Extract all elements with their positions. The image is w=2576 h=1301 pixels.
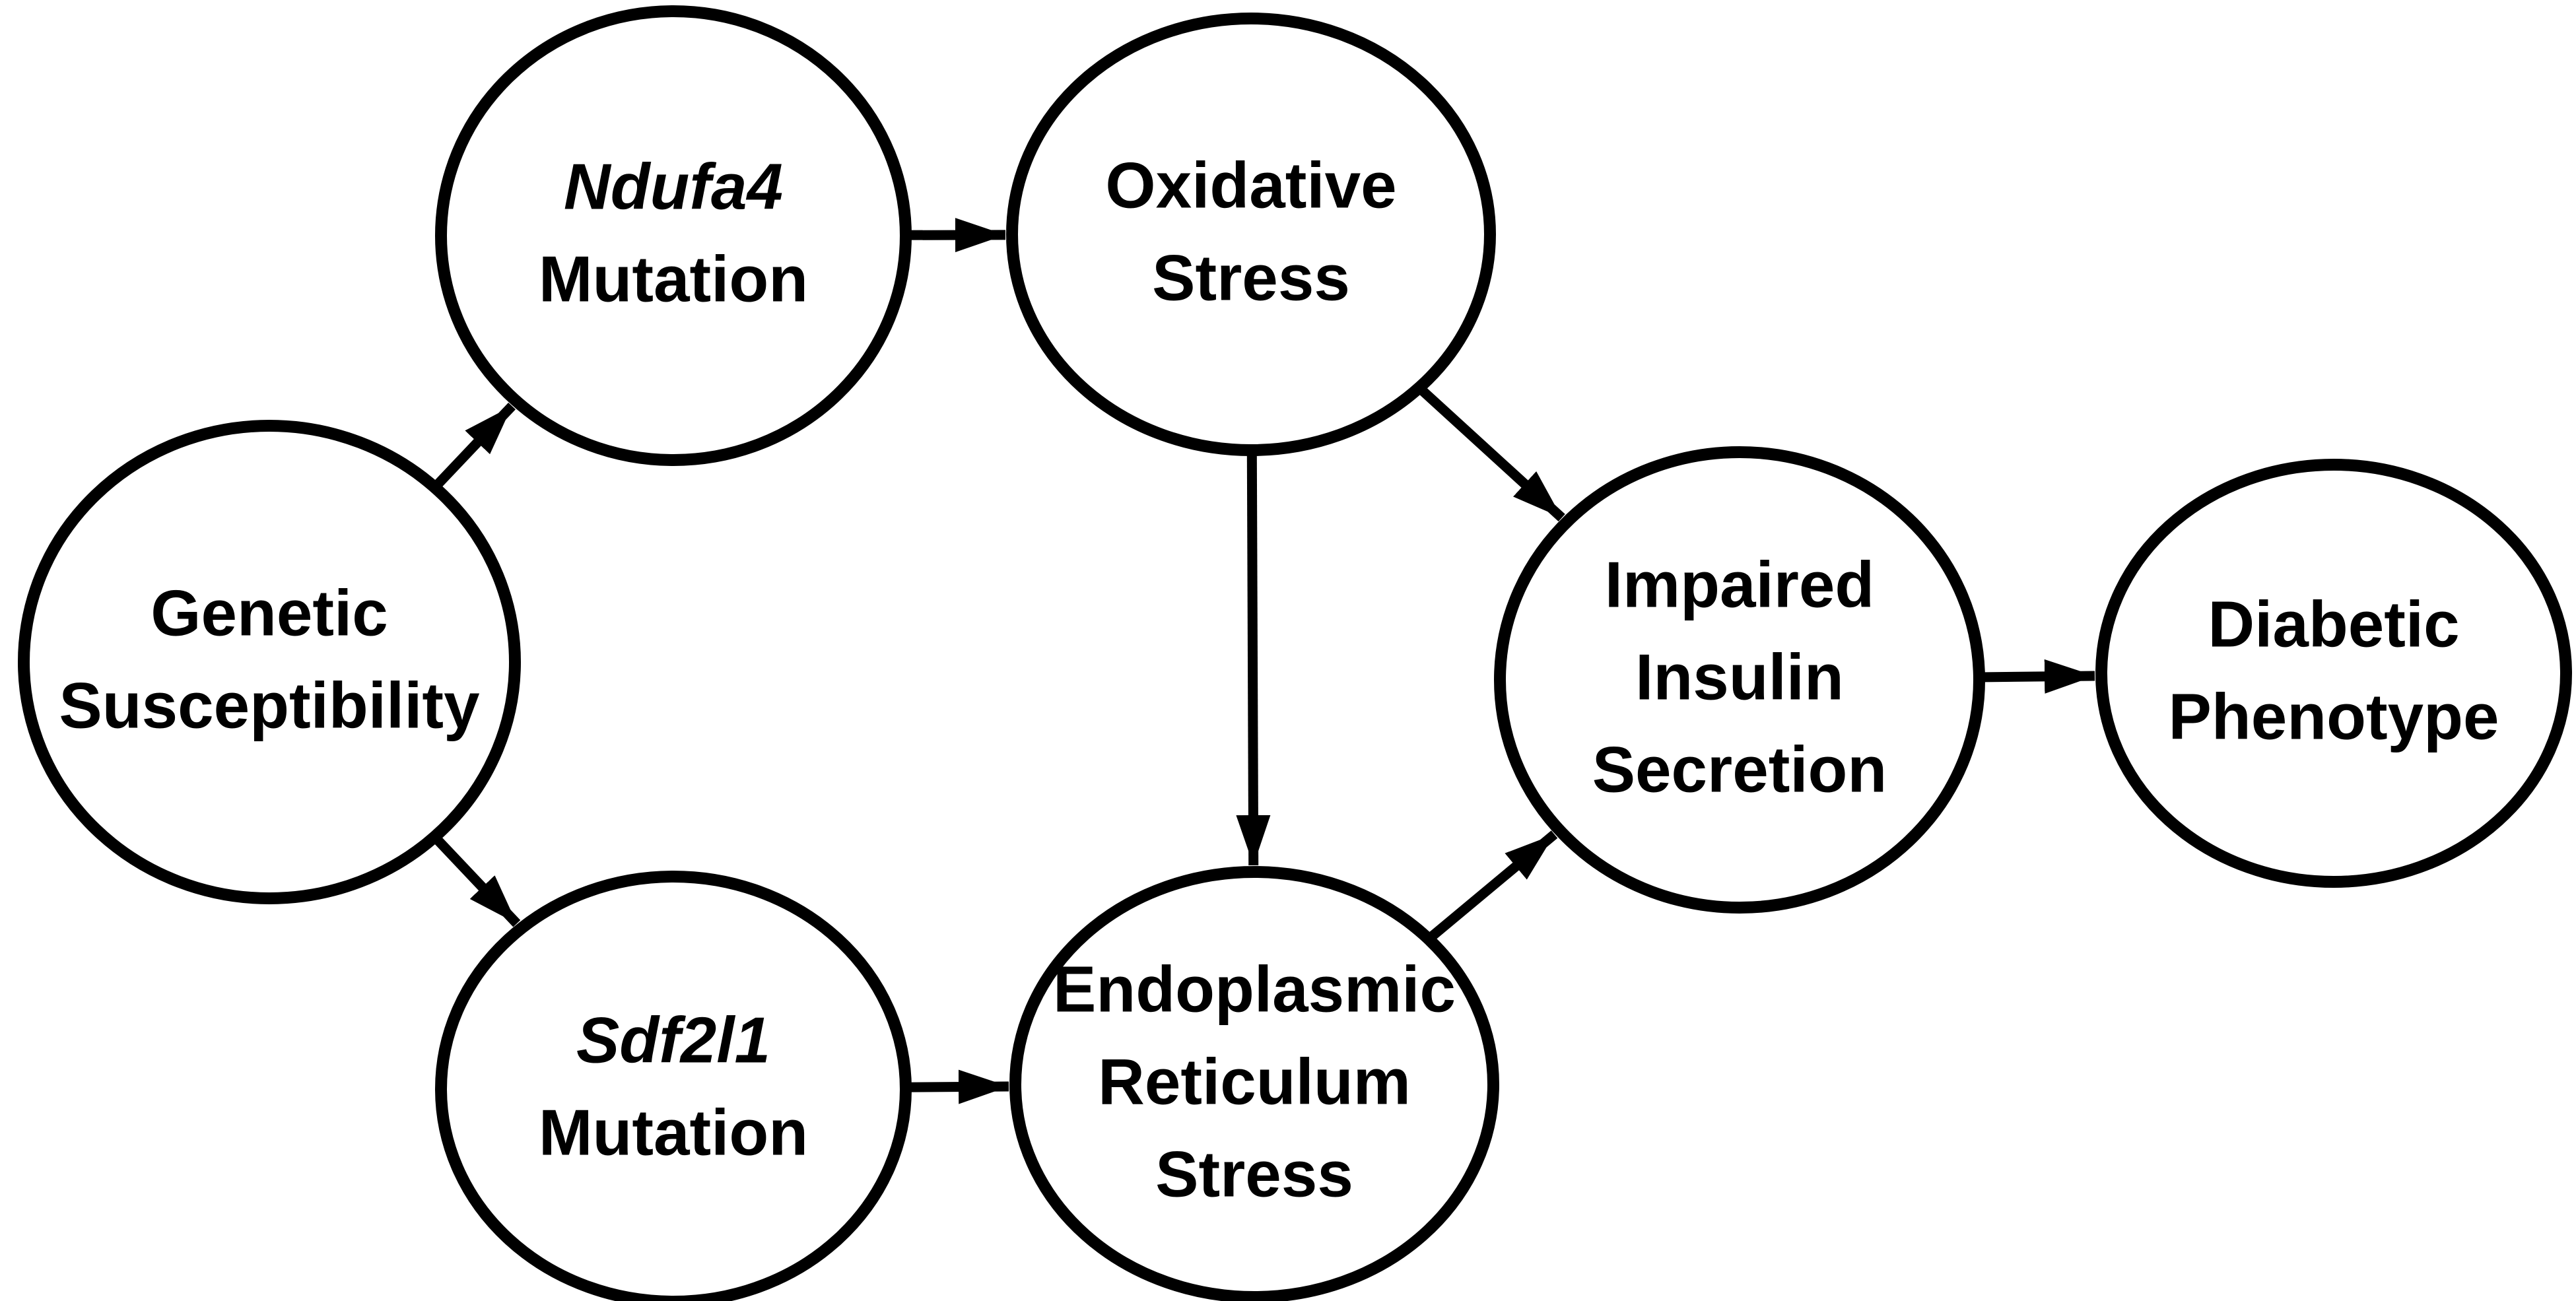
node-circle [1009, 866, 1499, 1301]
node-label-line: Diabetic [2208, 587, 2459, 660]
arrow-oxidative-stress-to-impaired-insulin-secretion [1404, 373, 1565, 521]
node-label-line: Reticulum [1098, 1045, 1411, 1118]
node-circle [1006, 13, 1496, 456]
node-label-line: Sdf2l1 [576, 1003, 770, 1076]
node-label-line: Mutation [539, 242, 808, 315]
node-label-line: Insulin [1635, 640, 1844, 713]
node-label-line: Oxidative [1105, 149, 1396, 221]
node-label-line: Secretion [1592, 733, 1887, 805]
node-label-line: Phenotype [2169, 680, 2499, 752]
arrow-oxidative-stress-to-endoplasmic-reticulum-stress [1236, 434, 1271, 866]
node-label-line: Mutation [539, 1096, 808, 1168]
node-circle [1494, 446, 1985, 914]
node-label-line: Impaired [1605, 548, 1874, 620]
node-label-line: Ndufa4 [564, 150, 783, 222]
node-circle [435, 871, 912, 1301]
node-label-line: Susceptibility [59, 669, 479, 741]
node-label-line: Endoplasmic [1053, 952, 1456, 1025]
node-circle [435, 5, 912, 466]
arrow-genetic-susceptibility-to-sdf2l1-mutation [420, 822, 521, 927]
node-label-line: Genetic [151, 576, 388, 649]
node-label-line: Stress [1155, 1137, 1353, 1210]
node-circle [2095, 459, 2572, 888]
node-circle [18, 420, 521, 904]
arrow-impaired-insulin-secretion-to-diabetic-phenotype [1963, 659, 2095, 694]
arrow-endoplasmic-reticulum-stress-to-impaired-insulin-secretion [1413, 830, 1558, 953]
node-label-line: Stress [1152, 241, 1350, 314]
